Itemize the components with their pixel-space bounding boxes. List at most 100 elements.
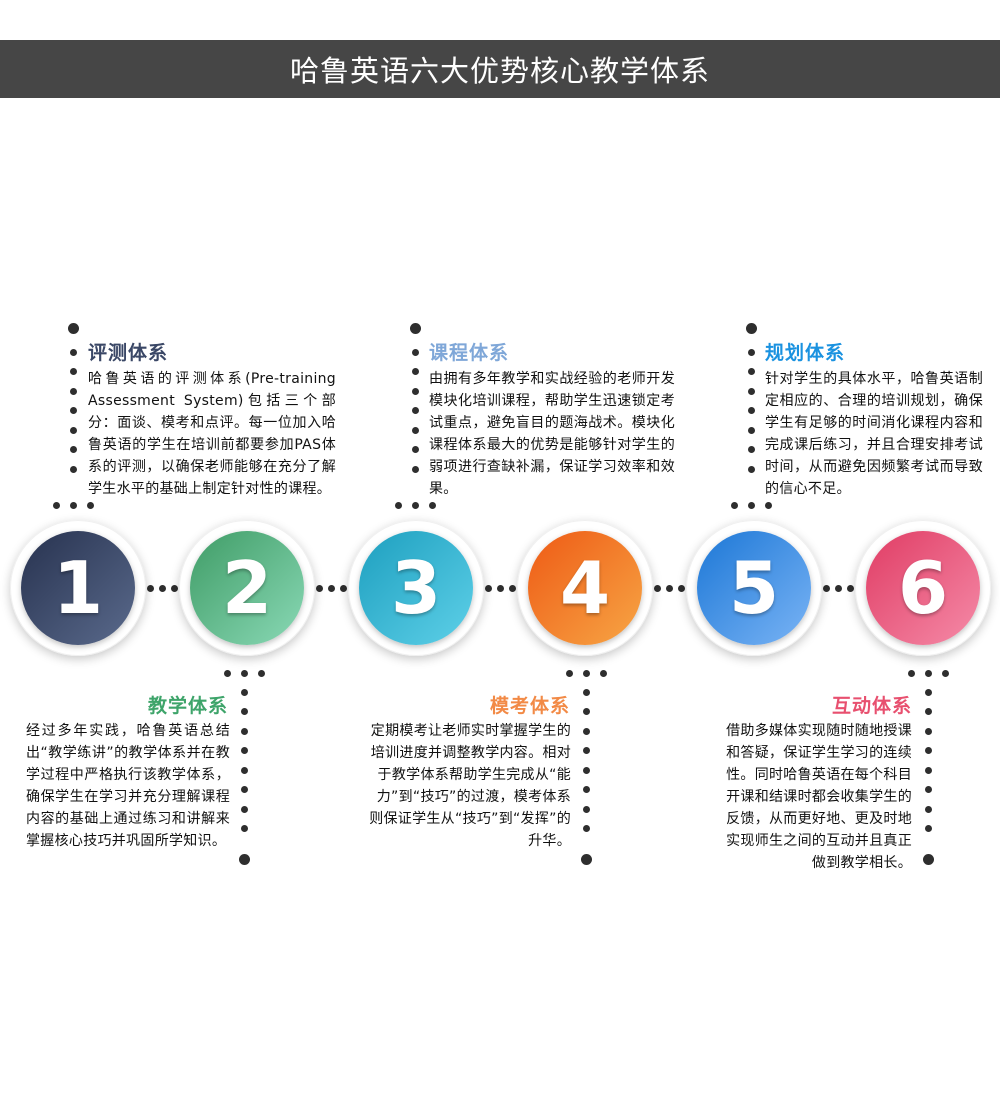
- connector-dot: [315, 584, 323, 592]
- step-3-circle: 3: [359, 531, 473, 645]
- connector-dot: [428, 501, 436, 509]
- connector-dot: [69, 348, 77, 356]
- connector-dot: [846, 584, 854, 592]
- connector-dot: [747, 426, 755, 434]
- connector-dot: [582, 766, 590, 774]
- step-5-badge: 5: [686, 520, 822, 656]
- connector-dot: [69, 368, 77, 375]
- connector-dot: [747, 348, 755, 356]
- connector-dot: [924, 786, 932, 793]
- step-1-description: 哈鲁英语的评测体系(Pre-training Assessment System…: [88, 371, 336, 497]
- header-bar: 哈鲁英语六大优势核心教学体系: [0, 40, 1000, 98]
- connector-dot: [747, 407, 755, 414]
- step-3-title: 课程体系: [429, 342, 510, 364]
- connector-dot: [764, 501, 772, 509]
- connector-dot: [924, 766, 932, 774]
- step-4-description: 定期模考让老师实时掌握学生的培训进度并调整教学内容。相对于教学体系帮助学生完成从…: [369, 723, 571, 849]
- step-1-badge: 1: [10, 520, 146, 656]
- step-4-badge: 4: [517, 520, 653, 656]
- connector-dot: [653, 584, 661, 592]
- connector-dot: [747, 465, 755, 473]
- connector-dot: [745, 322, 757, 334]
- connector-dot: [67, 322, 79, 334]
- connector-dot: [411, 407, 419, 414]
- connector-dot: [240, 805, 248, 813]
- connector-dot: [240, 747, 248, 754]
- connector-dot: [69, 407, 77, 414]
- connector-dot: [146, 584, 154, 592]
- connector-dot: [924, 688, 932, 696]
- step-1-number: 1: [52, 546, 104, 630]
- connector-dot: [924, 727, 932, 735]
- connector-dot: [924, 747, 932, 754]
- connector-dot: [582, 708, 590, 715]
- connector-dot: [69, 426, 77, 434]
- connector-dot: [747, 446, 755, 453]
- connector-dot: [834, 584, 842, 592]
- step-6-description: 借助多媒体实现随时随地授课和答疑，保证学生学习的连续性。同时哈鲁英语在每个科目开…: [726, 723, 912, 871]
- connector-dot: [411, 501, 419, 509]
- step-4-title: 模考体系: [489, 695, 570, 717]
- connector-dot: [924, 708, 932, 715]
- step-4-number: 4: [559, 546, 611, 630]
- connector-dot: [924, 825, 932, 832]
- connector-dot: [240, 708, 248, 715]
- step-3-badge: 3: [348, 520, 484, 656]
- connector-dot: [411, 426, 419, 434]
- connector-dot: [922, 853, 934, 865]
- connector-dot: [907, 669, 915, 677]
- connector-dot: [747, 387, 755, 395]
- connector-dot: [411, 387, 419, 395]
- connector-dot: [240, 727, 248, 735]
- step-6-number: 6: [897, 546, 949, 630]
- connector-dot: [565, 669, 573, 677]
- connector-dot: [339, 584, 347, 592]
- connector-dot: [240, 669, 248, 677]
- connector-dot: [582, 688, 590, 696]
- connector-dot: [257, 669, 265, 677]
- connector-dot: [599, 669, 607, 677]
- connector-dot: [582, 747, 590, 754]
- connector-dot: [238, 853, 250, 865]
- step-5-circle: 5: [697, 531, 811, 645]
- step-6-badge: 6: [855, 520, 991, 656]
- connector-dot: [924, 805, 932, 813]
- connector-dot: [411, 465, 419, 473]
- page-title: 哈鲁英语六大优势核心教学体系: [289, 54, 710, 88]
- step-4-circle: 4: [528, 531, 642, 645]
- connector-dot: [582, 669, 590, 677]
- step-2-description: 经过多年实践，哈鲁英语总结出“教学练讲”的教学体系并在教学过程中严格执行该教学体…: [26, 723, 230, 849]
- step-5-number: 5: [728, 546, 780, 630]
- step-2-number: 2: [221, 546, 273, 630]
- connector-dot: [747, 368, 755, 375]
- connector-dot: [747, 501, 755, 509]
- step-6-title: 互动体系: [831, 695, 912, 717]
- connector-dot: [240, 825, 248, 832]
- step-3-number: 3: [390, 546, 442, 630]
- step-5-title: 规划体系: [765, 342, 846, 364]
- connector-dot: [69, 501, 77, 509]
- connector-dot: [240, 688, 248, 696]
- step-5-description: 针对学生的具体水平，哈鲁英语制定相应的、合理的培训规划，确保学生有足够的时间消化…: [765, 371, 983, 497]
- connector-dot: [496, 584, 504, 592]
- step-3-description: 由拥有多年教学和实战经验的老师开发模块化培训课程，帮助学生迅速锁定考试重点，避免…: [429, 371, 675, 497]
- connector-dot: [69, 387, 77, 395]
- connector-dot: [411, 446, 419, 453]
- connector-dot: [580, 853, 592, 865]
- connector-dot: [582, 786, 590, 793]
- connector-dot: [223, 669, 231, 677]
- connector-dot: [411, 348, 419, 356]
- step-2-badge: 2: [179, 520, 315, 656]
- connector-dot: [409, 322, 421, 334]
- connector-dot: [484, 584, 492, 592]
- connector-dot: [582, 805, 590, 813]
- connector-dot: [924, 669, 932, 677]
- connector-dot: [730, 501, 738, 509]
- connector-dot: [240, 766, 248, 774]
- connector-dot: [394, 501, 402, 509]
- connector-dot: [327, 584, 335, 592]
- connector-dot: [240, 786, 248, 793]
- step-2-circle: 2: [190, 531, 304, 645]
- step-1-title: 评测体系: [88, 342, 169, 364]
- connector-dot: [665, 584, 673, 592]
